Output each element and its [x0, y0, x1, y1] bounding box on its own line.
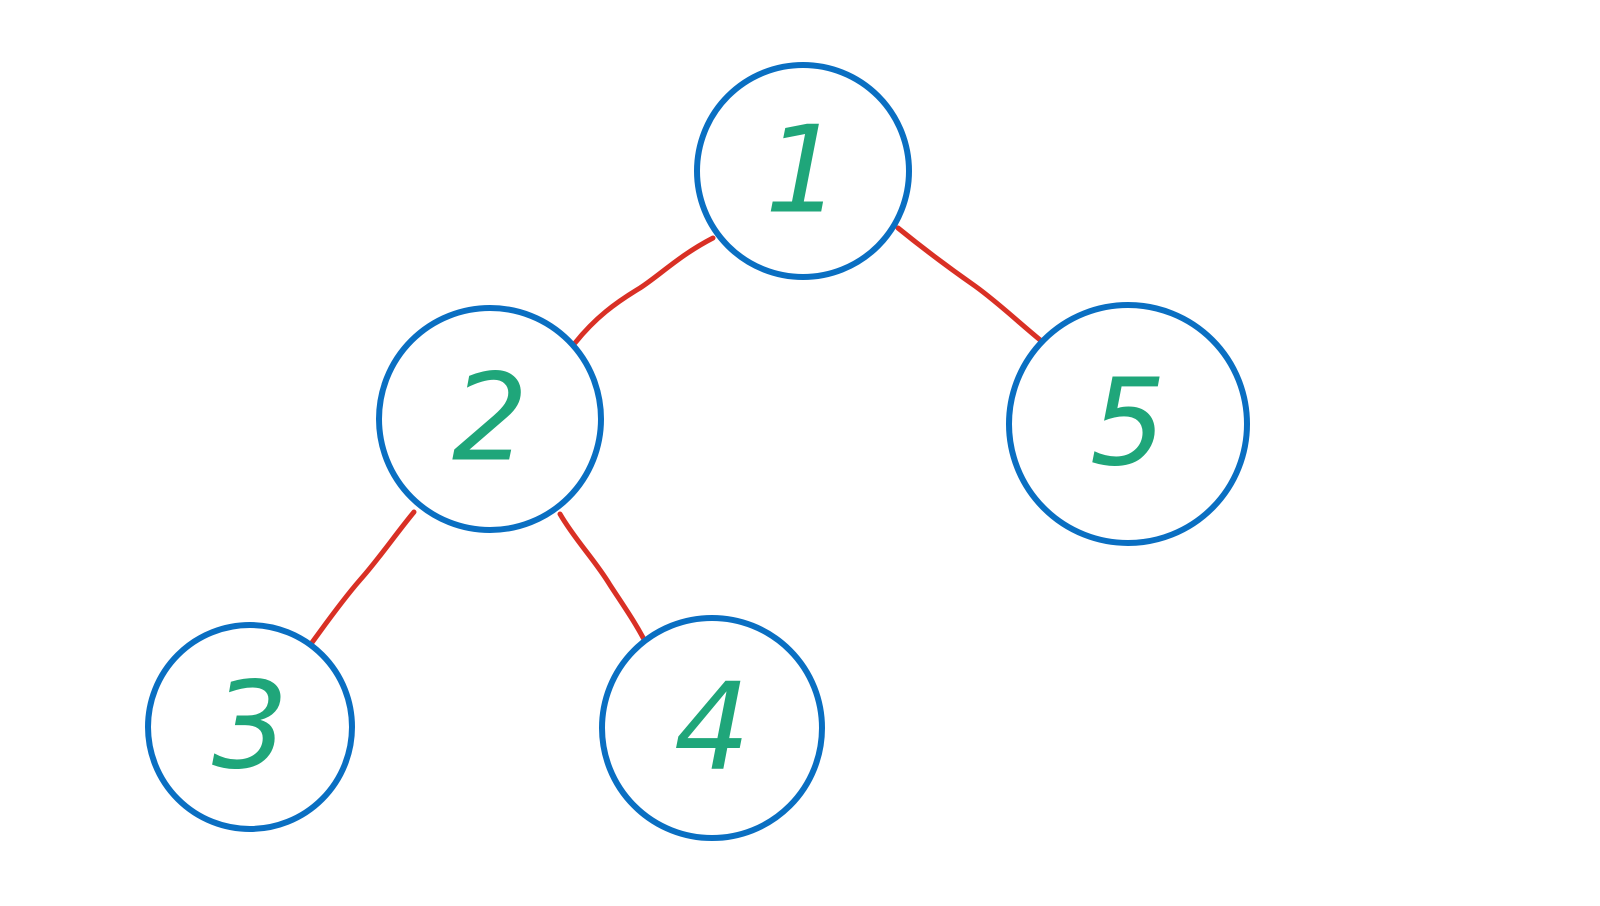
- tree-node-5: 5: [1006, 302, 1250, 546]
- node-label: 5: [1090, 355, 1166, 494]
- tree-node-3: 3: [145, 622, 355, 832]
- node-circle: [1006, 302, 1250, 546]
- tree-node-2: 2: [376, 305, 604, 533]
- node-label: 4: [674, 659, 750, 798]
- node-label: 3: [212, 658, 288, 797]
- edge-2-3: [305, 509, 417, 651]
- node-circle: [599, 615, 825, 841]
- node-label: 2: [452, 350, 528, 489]
- edge-2-4: [557, 511, 650, 648]
- node-label: 1: [765, 102, 841, 241]
- node-circle: [145, 622, 355, 832]
- node-circle: [694, 62, 912, 280]
- tree-edges: [305, 225, 1053, 651]
- tree-node-4: 4: [599, 615, 825, 841]
- node-circle: [376, 305, 604, 533]
- tree-node-1: 1: [694, 62, 912, 280]
- edge-1-5: [895, 225, 1053, 351]
- tree-nodes: 1 2 3 4 5: [145, 62, 1250, 841]
- edge-1-2: [572, 235, 716, 346]
